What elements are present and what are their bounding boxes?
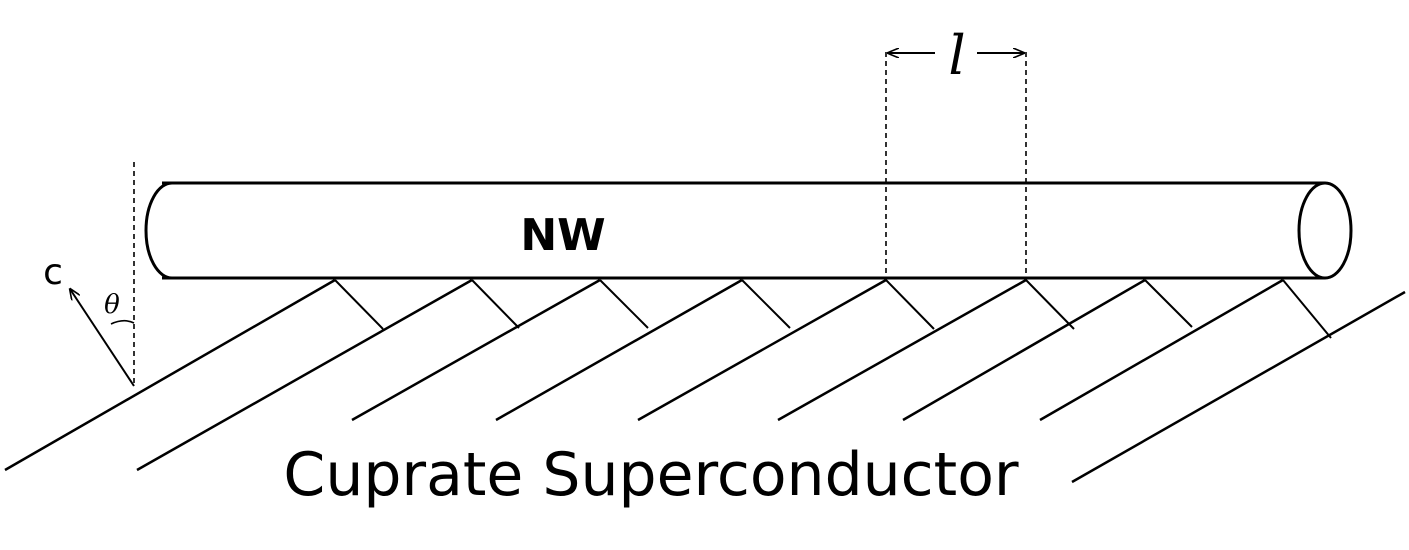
interface-ticks — [334, 279, 1332, 339]
plane-line — [1071, 290, 1406, 484]
interface-tick — [599, 279, 649, 329]
nanowire-left-end — [144, 181, 173, 280]
c-axis-indicator — [70, 162, 135, 387]
interface-tick — [1025, 279, 1075, 330]
theta-arc — [110, 319, 135, 325]
interface-tick — [1144, 279, 1193, 328]
interface-tick — [741, 279, 791, 329]
plane-line — [351, 278, 601, 422]
plane-line — [777, 278, 1027, 422]
c-axis-arrow — [70, 289, 135, 387]
plane-line — [1039, 278, 1284, 422]
theta-label: θ — [104, 290, 120, 320]
interface-tick — [334, 279, 384, 330]
plane-line — [495, 278, 743, 422]
interface-tick — [885, 279, 935, 330]
substrate-label: Cuprate Superconductor — [283, 440, 1018, 510]
nanowire-right-end — [1297, 181, 1353, 280]
plane-line — [902, 278, 1146, 422]
cuprate-planes — [4, 278, 1406, 484]
plane-line — [136, 278, 473, 472]
spacing-label: l — [948, 24, 965, 87]
spacing-dimension — [885, 52, 1027, 280]
c-axis-label: c — [43, 252, 63, 293]
interface-tick — [1282, 279, 1332, 339]
nanowire-label: NW — [520, 210, 605, 261]
interface-tick — [471, 279, 520, 329]
nanowire — [144, 181, 1353, 280]
plane-line — [4, 278, 336, 472]
plane-line — [637, 278, 887, 422]
